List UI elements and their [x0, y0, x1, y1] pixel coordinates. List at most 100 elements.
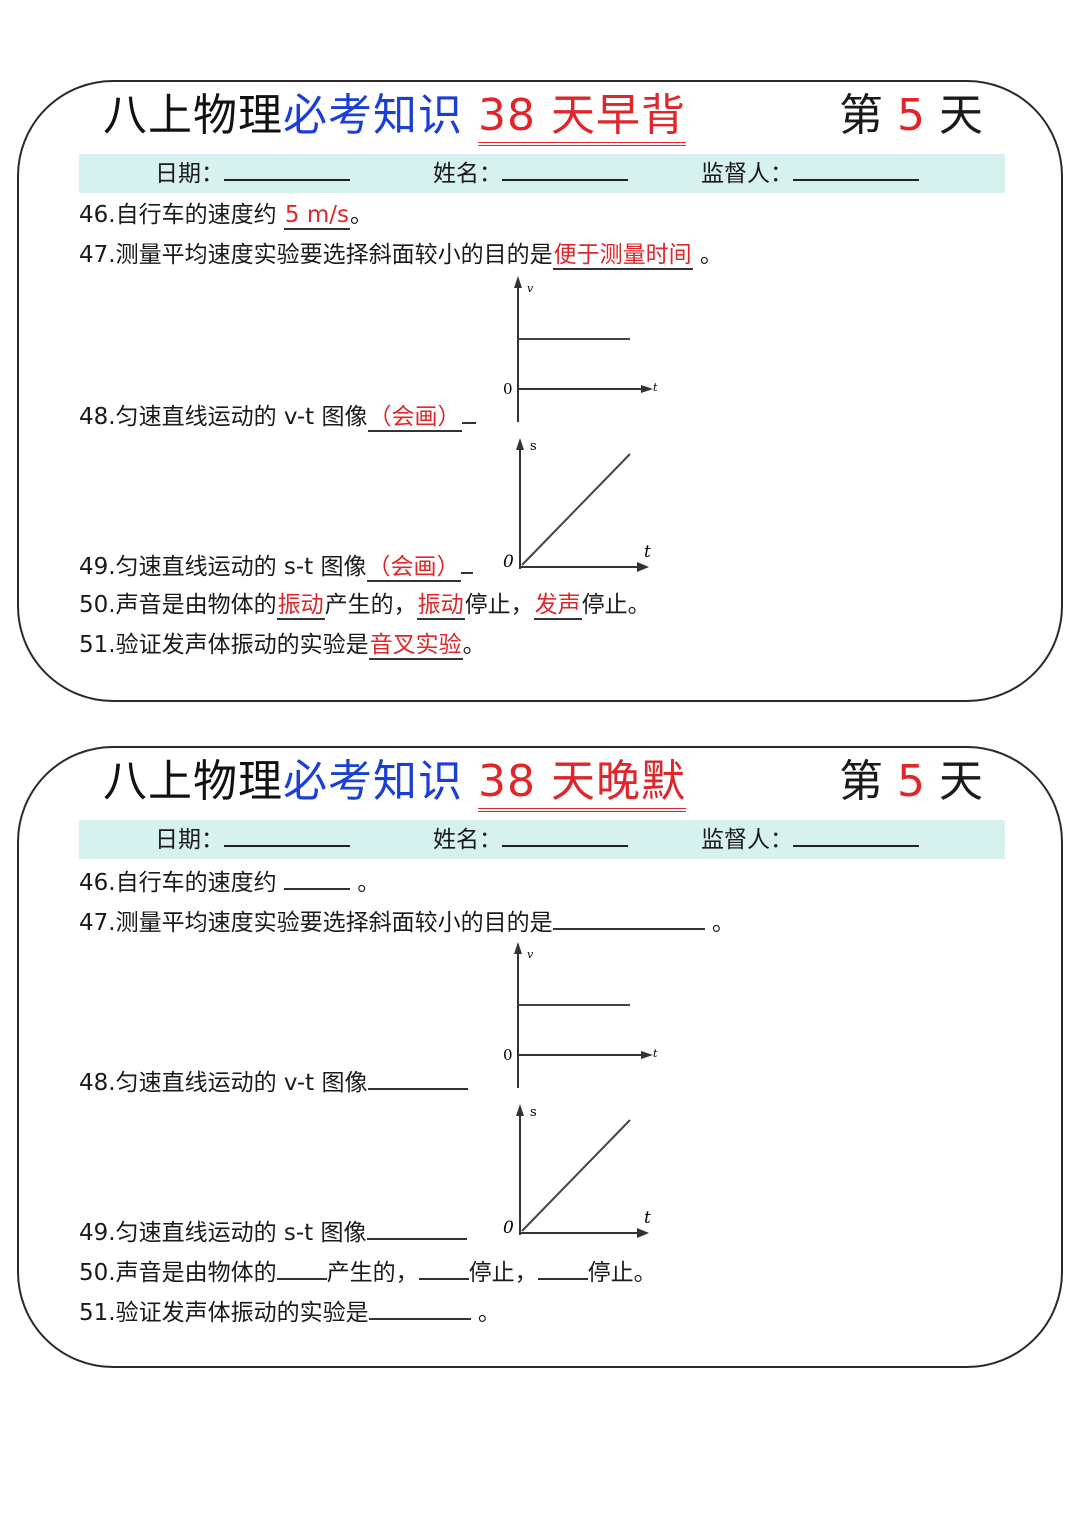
date-field: 日期： — [155, 823, 350, 857]
supervisor-label: 监督人： — [701, 161, 793, 187]
q50-answer-2: 振动 — [416, 592, 465, 620]
q47-end: 。 — [699, 242, 723, 268]
day-number: 5 — [897, 90, 925, 141]
q48-answer: （会画） — [367, 404, 462, 432]
q47-text: 47.测量平均速度实验要选择斜面较小的目的是 — [79, 242, 553, 268]
st-y-arrow — [516, 438, 524, 450]
q50-blank-2[interactable] — [418, 1254, 469, 1280]
question-50: 50.声音是由物体的 产生的， 停止， 停止。 — [79, 1254, 657, 1290]
day-indicator: 第 5 天 — [839, 88, 983, 144]
q51-text: 51.验证发声体振动的实验是 — [79, 1300, 369, 1326]
vt-graph: v 0 t — [503, 942, 658, 1088]
st-x-label: t — [644, 1208, 651, 1228]
q49-text: 49.匀速直线运动的 s-t 图像 — [79, 554, 367, 580]
title-part-1: 八上物理 — [103, 756, 283, 807]
title-part-2: 必考知识 — [283, 756, 463, 807]
vt-origin-label: 0 — [503, 380, 513, 398]
vt-y-arrow — [514, 942, 522, 954]
q46-text: 46.自行车的速度约 — [79, 202, 277, 228]
question-46: 46.自行车的速度约 5 m/s。 — [79, 198, 373, 232]
day-indicator: 第 5 天 — [839, 754, 983, 810]
title-part-2: 必考知识 — [283, 90, 463, 141]
st-origin-label: 0 — [503, 552, 514, 572]
q50-text-a: 50.声音是由物体的 — [79, 592, 277, 618]
vt-x-arrow — [641, 385, 653, 393]
q49-text: 49.匀速直线运动的 s-t 图像 — [79, 1220, 367, 1246]
q46-blank[interactable] — [283, 864, 350, 890]
question-51: 51.验证发声体振动的实验是音叉实验。 — [79, 628, 486, 662]
date-label: 日期： — [155, 827, 224, 853]
q51-end: 。 — [477, 1300, 501, 1326]
name-label: 姓名： — [433, 161, 502, 187]
q48-text: 48.匀速直线运动的 v-t 图像 — [79, 1070, 368, 1096]
q51-blank[interactable] — [368, 1294, 471, 1320]
q49-blank[interactable] — [366, 1214, 467, 1240]
morning-title: 八上物理必考知识 38 天早背 — [103, 88, 686, 146]
q51-text: 51.验证发声体振动的实验是 — [79, 632, 369, 658]
q47-text: 47.测量平均速度实验要选择斜面较小的目的是 — [79, 910, 553, 936]
st-y-label: s — [530, 1105, 537, 1120]
q46-text: 46.自行车的速度约 — [79, 870, 277, 896]
question-47: 47.测量平均速度实验要选择斜面较小的目的是 。 — [79, 904, 735, 940]
st-line — [521, 453, 631, 566]
q48-text: 48.匀速直线运动的 v-t 图像 — [79, 404, 368, 430]
day-suffix: 天 — [939, 90, 983, 141]
q51-answer: 音叉实验 — [368, 632, 463, 660]
q46-answer: 5 m/s — [283, 202, 350, 230]
q46-end: 。 — [357, 870, 381, 896]
name-blank[interactable] — [502, 157, 628, 181]
day-prefix: 第 — [839, 756, 883, 807]
day-suffix: 天 — [939, 756, 983, 807]
q50-text-b: 产生的， — [324, 592, 417, 618]
q49-answer: （会画） — [366, 554, 461, 582]
vt-y-arrow — [514, 276, 522, 288]
title-part-1: 八上物理 — [103, 90, 283, 141]
q47-answer: 便于测量时间 — [552, 242, 693, 270]
name-field: 姓名： — [433, 157, 628, 191]
st-line — [521, 1119, 631, 1232]
vt-origin-label: 0 — [503, 1046, 513, 1064]
supervisor-label: 监督人： — [701, 827, 793, 853]
vt-y-label: v — [527, 282, 534, 295]
q48-blank[interactable] — [367, 1064, 468, 1090]
q50-text-d: 停止。 — [581, 592, 651, 618]
day-number: 5 — [897, 756, 925, 807]
question-48: 48.匀速直线运动的 v-t 图像（会画） — [79, 398, 476, 434]
vt-graph: v 0 t — [503, 276, 658, 422]
question-50: 50.声音是由物体的振动产生的，振动停止，发声停止。 — [79, 588, 651, 622]
vt-x-label: t — [653, 381, 658, 394]
question-49: 49.匀速直线运动的 s-t 图像（会画） — [79, 548, 473, 584]
q47-blank[interactable] — [552, 904, 705, 930]
q50-text-b: 产生的， — [326, 1260, 419, 1286]
morning-card: 八上物理必考知识 38 天早背 第 5 天 日期： 姓名： 监督人： 46.自行… — [17, 80, 1063, 702]
q46-end: 。 — [349, 202, 373, 228]
date-blank[interactable] — [224, 823, 350, 847]
supervisor-field: 监督人： — [701, 823, 919, 857]
q49-tail-line — [460, 548, 473, 574]
vt-x-label: t — [653, 1047, 658, 1060]
supervisor-blank[interactable] — [793, 157, 919, 181]
vt-y-label: v — [527, 948, 534, 961]
st-y-label: s — [530, 439, 537, 454]
question-51: 51.验证发声体振动的实验是 。 — [79, 1294, 501, 1330]
q50-text-a: 50.声音是由物体的 — [79, 1260, 277, 1286]
st-y-arrow — [516, 1104, 524, 1116]
q51-end: 。 — [462, 632, 486, 658]
date-blank[interactable] — [224, 157, 350, 181]
date-label: 日期： — [155, 161, 224, 187]
q47-end: 。 — [711, 910, 735, 936]
q50-text-c: 停止， — [468, 1260, 538, 1286]
q50-blank-1[interactable] — [276, 1254, 327, 1280]
info-bar — [79, 154, 1005, 193]
evening-title: 八上物理必考知识 38 天晚默 — [103, 754, 686, 812]
name-field: 姓名： — [433, 823, 628, 857]
vt-x-arrow — [641, 1051, 653, 1059]
st-graph: s 0 t — [503, 1104, 651, 1238]
st-x-label: t — [644, 542, 651, 562]
q50-text-d: 停止。 — [587, 1260, 657, 1286]
supervisor-blank[interactable] — [793, 823, 919, 847]
st-x-arrow — [637, 562, 649, 572]
name-blank[interactable] — [502, 823, 628, 847]
info-bar — [79, 820, 1005, 859]
q50-blank-3[interactable] — [537, 1254, 588, 1280]
